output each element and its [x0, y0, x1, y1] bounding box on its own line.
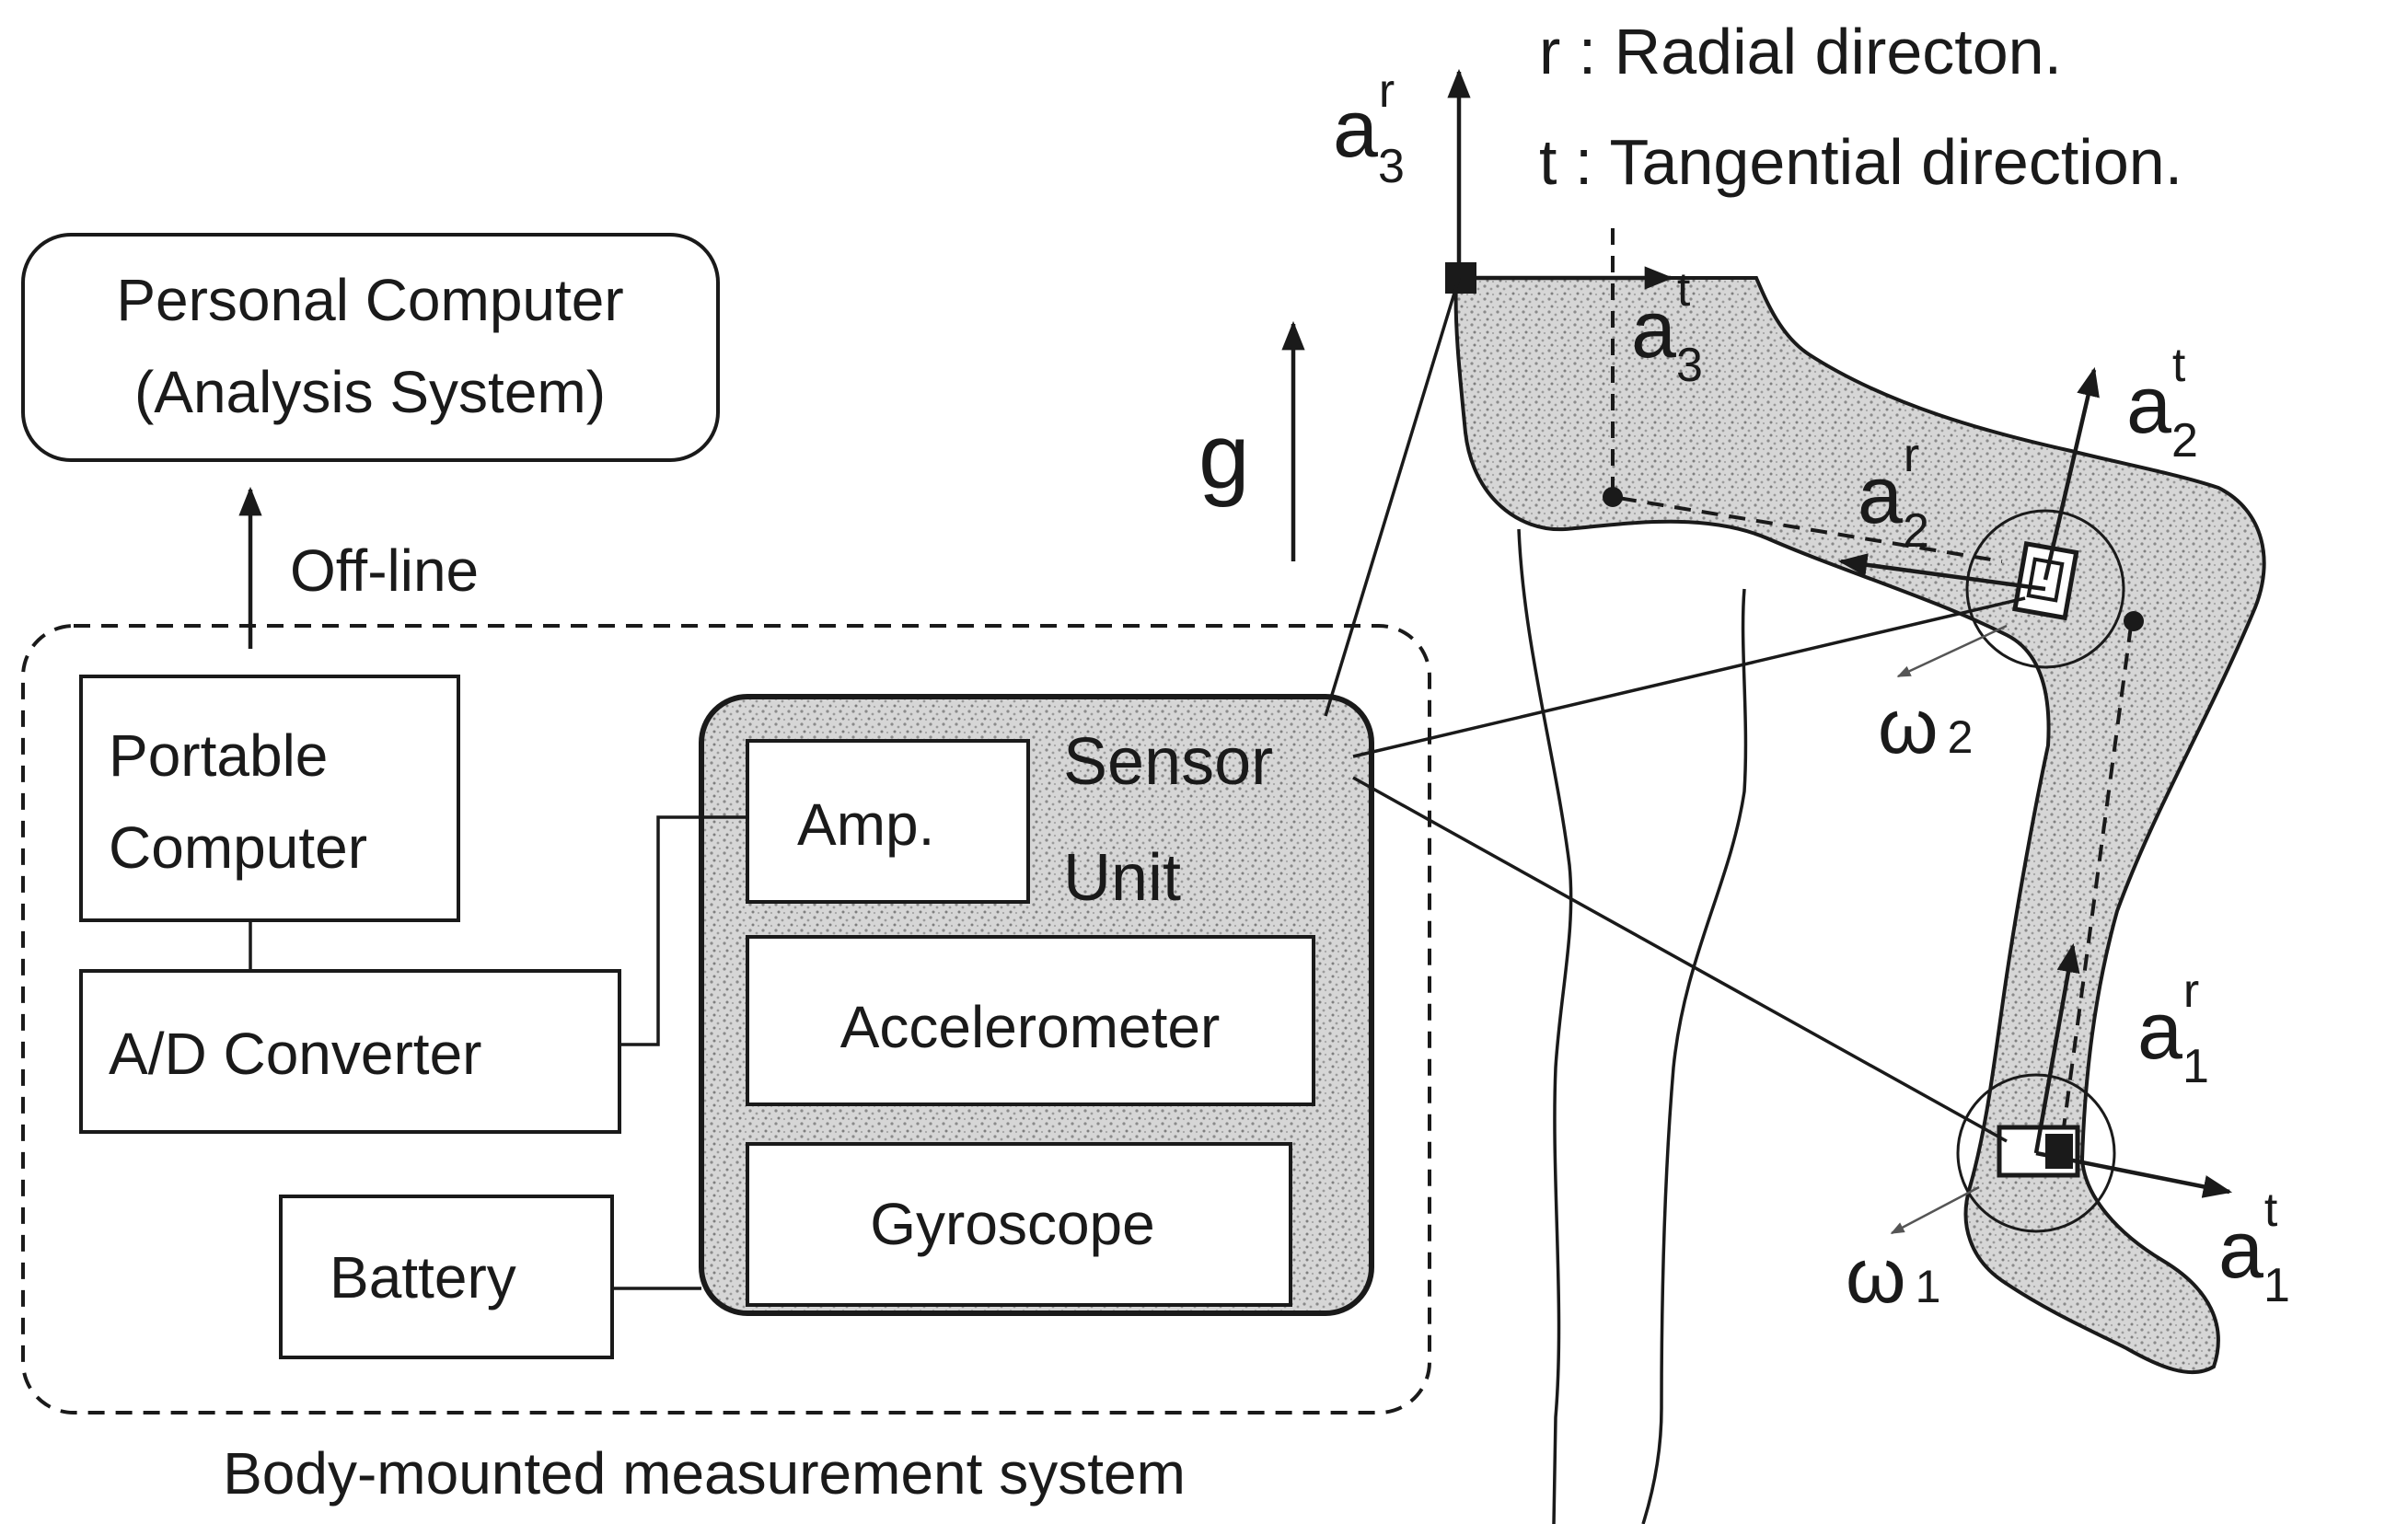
a3t-label: a3t — [1631, 263, 1703, 392]
system-caption: Body-mounted measurement system — [223, 1440, 1186, 1507]
portable-computer-box — [79, 675, 460, 922]
thigh-dashed-axis — [1611, 228, 2003, 563]
ankle-joint-circle — [1956, 1073, 2116, 1233]
gyroscope-box — [746, 1142, 1292, 1307]
unit-label: Unit — [1063, 841, 1181, 915]
battery-box — [279, 1195, 614, 1359]
ad-amp-connector — [619, 815, 747, 1046]
hip-center-dot — [1603, 487, 1623, 507]
a2t-arrow — [2043, 366, 2100, 581]
accelerometer-box — [746, 935, 1315, 1106]
sensor-label: Sensor — [1063, 725, 1273, 799]
back-leg-outline — [1517, 528, 1748, 1524]
leader-line-ankle — [1352, 776, 2008, 1143]
a2r-arrow — [1837, 553, 2046, 592]
amp-label: Amp. — [797, 791, 934, 858]
analysis-system-label: (Analysis System) — [134, 359, 606, 425]
accelerometer-label: Accelerometer — [840, 994, 1221, 1060]
a1r-arrow — [2033, 942, 2080, 1154]
legend-tangential: t : Tangential direction. — [1539, 126, 2182, 198]
ad-converter-label: A/D Converter — [109, 1021, 481, 1087]
knee-joint-circle — [1965, 509, 2125, 669]
computer-label: Computer — [109, 814, 367, 881]
a2r-label: a2r — [1858, 429, 1929, 558]
leader-line-hip — [1324, 277, 1461, 717]
shank-dashed-axis — [2058, 625, 2133, 1156]
gyroscope-label: Gyroscope — [870, 1191, 1154, 1257]
portable-label: Portable — [109, 722, 328, 789]
a3r-label: a3r — [1333, 64, 1405, 193]
legend-radial: r : Radial directon. — [1539, 16, 2062, 87]
leader-line-knee — [1352, 596, 2026, 758]
personal-computer-label: Personal Computer — [116, 267, 623, 333]
gravity-label: g — [1198, 405, 1250, 508]
battery-label: Battery — [330, 1244, 516, 1310]
a2t-label: a2t — [2126, 339, 2198, 468]
a1r-label: a1r — [2137, 964, 2209, 1093]
body-mounted-system-boundary — [21, 624, 1431, 1414]
w1-arrow — [1890, 1185, 1980, 1235]
a1t-arrow — [2035, 1150, 2233, 1198]
knee-sensor-marker — [2012, 540, 2079, 621]
offline-label: Off-line — [290, 537, 479, 604]
a1t-label: a1t — [2218, 1183, 2290, 1312]
knee-center-dot — [2124, 611, 2144, 631]
ankle-sensor-marker — [1997, 1125, 2080, 1178]
personal-computer-box — [21, 233, 720, 462]
w2-arrow — [1896, 624, 2008, 678]
ad-converter-box — [79, 969, 621, 1134]
amp-box — [746, 739, 1030, 904]
